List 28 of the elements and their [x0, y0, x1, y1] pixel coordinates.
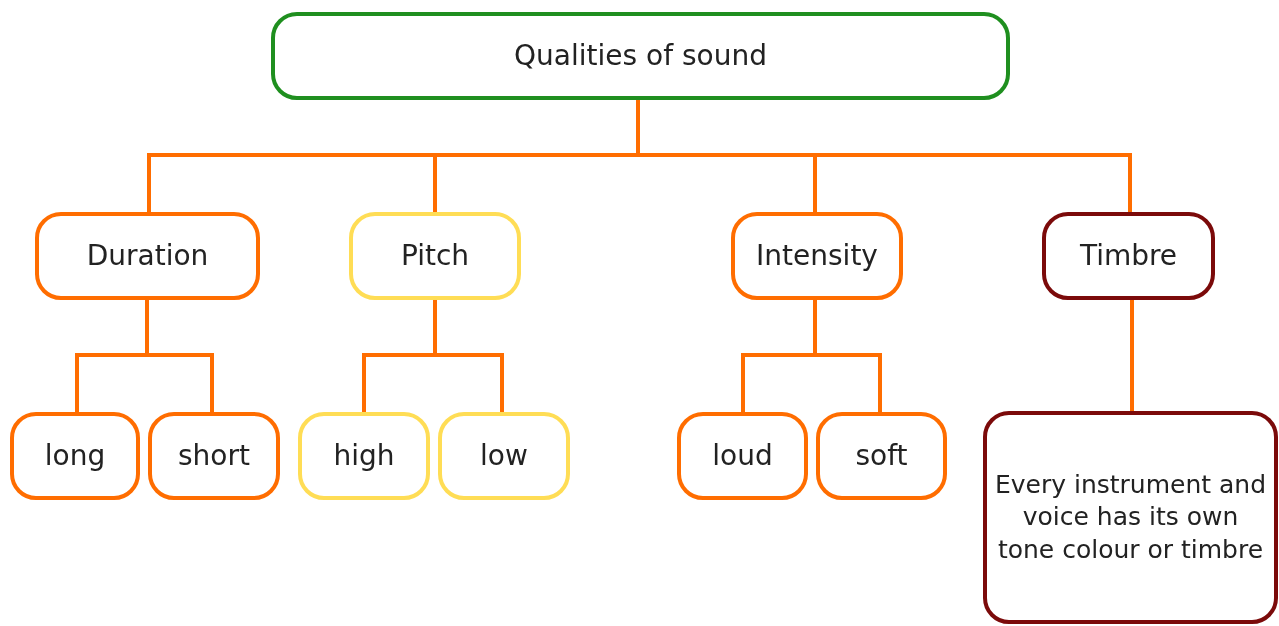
- node-label: Qualities of sound: [513, 37, 768, 74]
- connector-line: [433, 300, 504, 412]
- rounded-box: [983, 411, 1278, 624]
- rounded-box: [816, 412, 947, 500]
- node-label: Pitch: [399, 237, 471, 274]
- rounded-box: [35, 212, 260, 300]
- rounded-box: [148, 412, 280, 500]
- node-label: long: [43, 437, 107, 474]
- rounded-box: [677, 412, 808, 500]
- rounded-box: [349, 212, 521, 300]
- node-label: low: [479, 437, 529, 474]
- node-label: Timbre: [1078, 237, 1179, 274]
- connector-line: [813, 300, 882, 412]
- rounded-box: [271, 12, 1010, 100]
- node-label: Intensity: [755, 237, 879, 274]
- rounded-box: [298, 412, 430, 500]
- node-label: Duration: [85, 237, 210, 274]
- node-label: loud: [711, 437, 774, 474]
- node-label: soft: [854, 437, 909, 474]
- node-label: short: [177, 437, 251, 474]
- rounded-box: [731, 212, 903, 300]
- connector-line: [1130, 300, 1134, 411]
- rounded-box: [10, 412, 140, 500]
- connector-line: [145, 300, 214, 412]
- rounded-box: [438, 412, 570, 500]
- node-label: high: [332, 437, 396, 474]
- node-label: Every instrument and voice has its own tone colour or timbre: [993, 468, 1268, 566]
- rounded-box: [1042, 212, 1215, 300]
